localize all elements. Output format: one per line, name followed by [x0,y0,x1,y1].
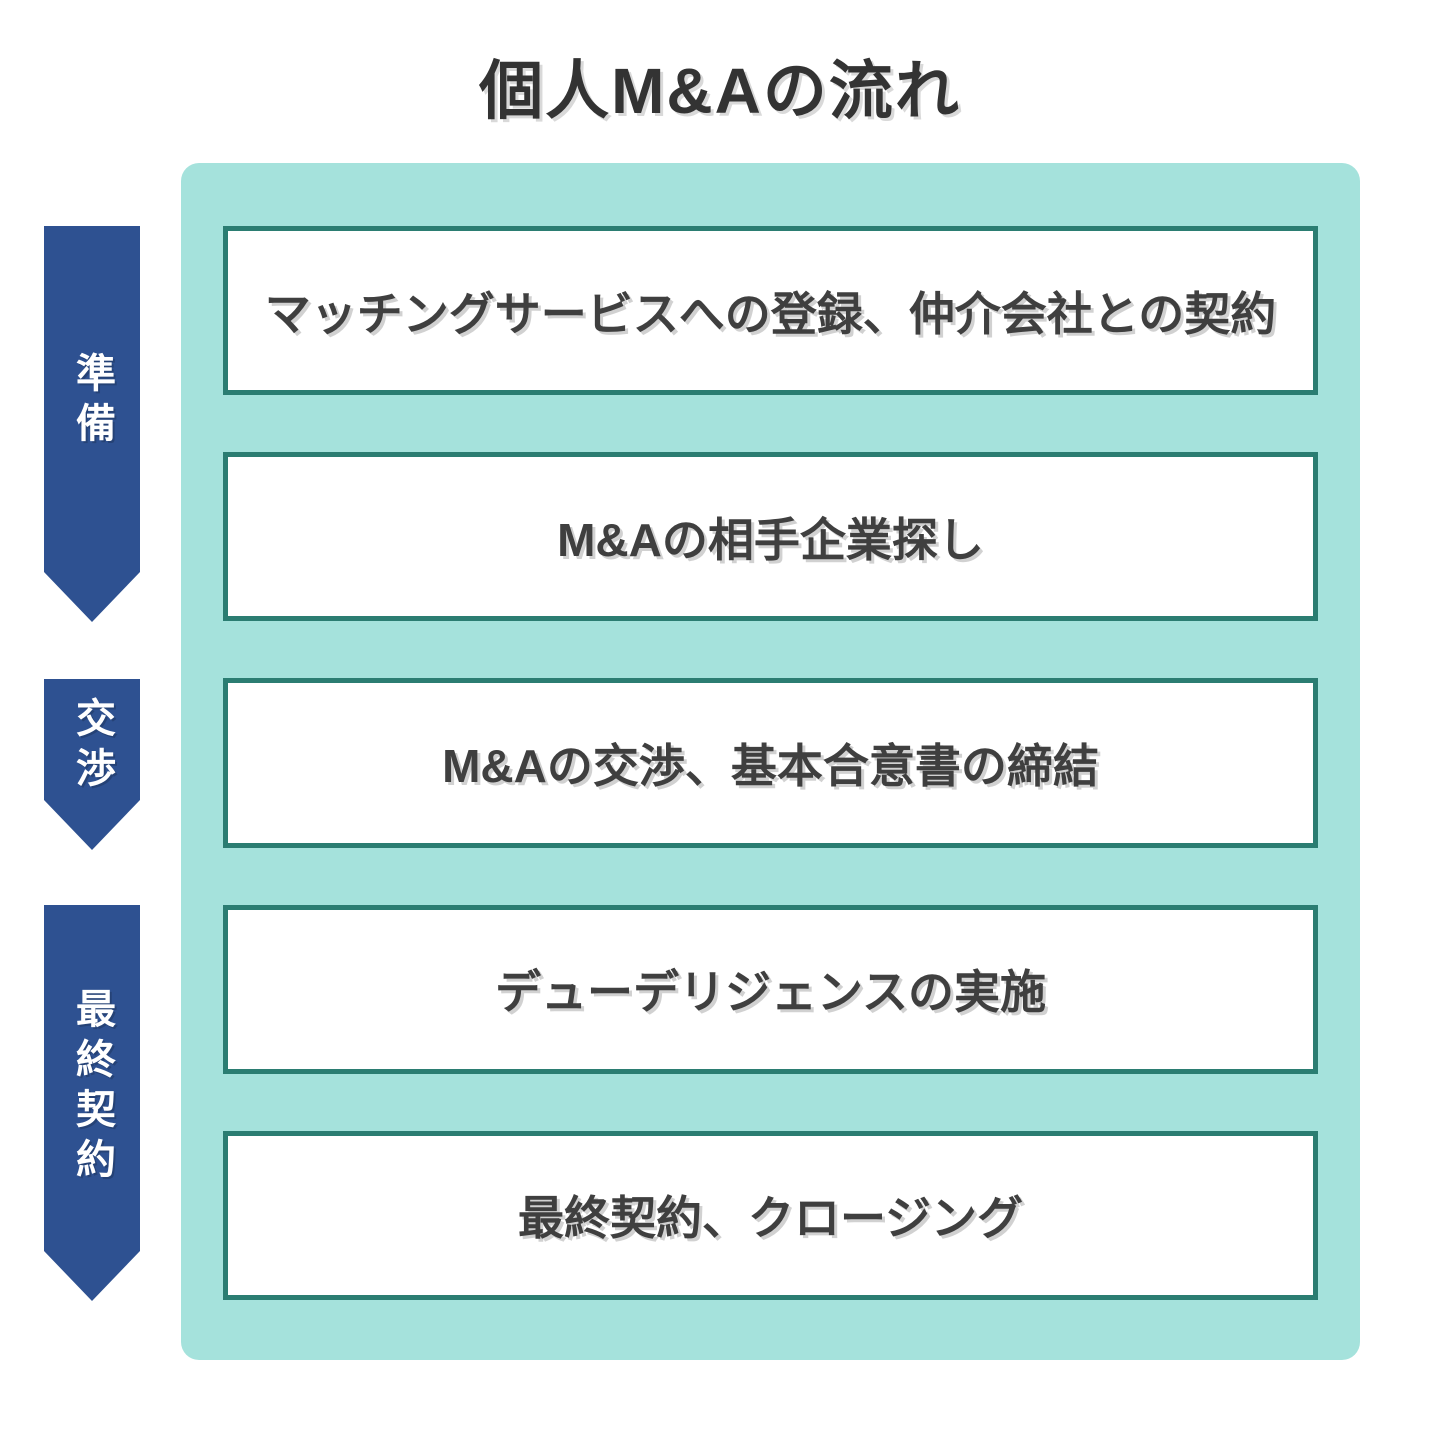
phase-label-final-contract: 最終契約 [70,988,114,1188]
step-label-2: M&Aの相手企業探し [557,513,984,566]
phase-label-preparation: 準備 [70,352,114,452]
step-box-4: デューデリジェンスの実施 [223,904,1318,1074]
page-title: 個人M&Aの流れ [479,55,961,127]
phase-label-negotiation: 交渉 [70,696,114,797]
step-label-5: 最終契約、クロージング [517,1192,1024,1245]
steps-panel: マッチングサービスへの登録、仲介会社との契約 M&Aの相手企業探し M&Aの交渉… [181,163,1360,1360]
step-box-3: M&Aの交渉、基本合意書の締結 [223,678,1318,848]
phase-arrow-final-contract: 最終契約 [44,905,140,1301]
phase-arrow-negotiation: 交渉 [44,679,140,850]
step-box-1: マッチングサービスへの登録、仲介会社との契約 [223,226,1318,396]
phase-arrow-preparation: 準備 [44,226,140,622]
step-label-3: M&Aの交渉、基本合意書の締結 [442,740,1099,792]
step-box-5: 最終契約、クロージング [223,1130,1318,1301]
step-label-1: マッチングサービスへの登録、仲介会社との契約 [264,287,1277,340]
step-label-4: デューデリジェンスの実施 [494,966,1047,1019]
step-box-2: M&Aの相手企業探し [223,452,1318,622]
